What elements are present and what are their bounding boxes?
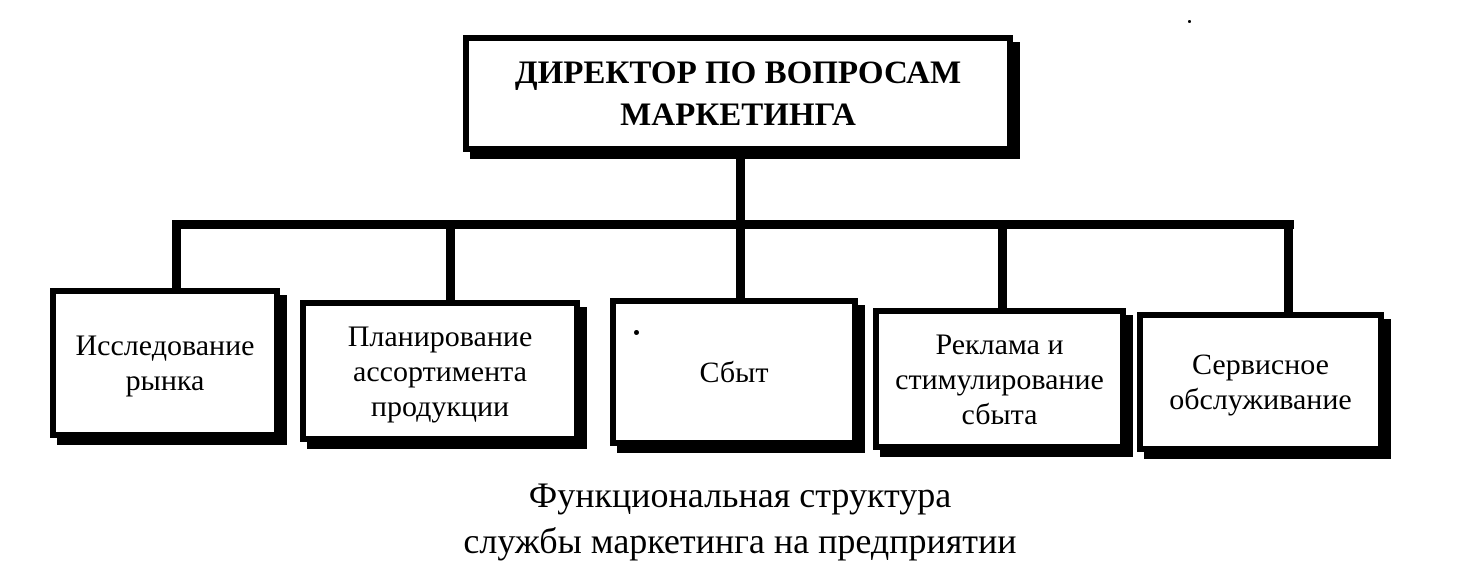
- after-sales-service-box: Сервисное обслуживание: [1137, 312, 1384, 452]
- assortment-planning-label: Планирование ассортимента продукции: [347, 319, 533, 423]
- market-research-box: Исследование рынка: [50, 288, 280, 438]
- root-down-connector: [736, 152, 745, 226]
- sales-label: Сбыт: [699, 355, 769, 389]
- after-sales-service-label: Сервисное обслуживание: [1169, 348, 1352, 416]
- advertising-promotion-box: Реклама и стимулирование сбыта: [873, 308, 1126, 450]
- assortment-planning-box: Планирование ассортимента продукции: [300, 300, 580, 442]
- diagram-caption: Функциональная структура службы маркетин…: [463, 475, 1017, 561]
- connector-sales: [736, 220, 745, 302]
- connector-service: [1284, 220, 1293, 312]
- advertising-promotion-label: Реклама и стимулирование сбыта: [895, 327, 1104, 431]
- scan-speck: [1188, 20, 1191, 23]
- connector-advertising: [998, 220, 1007, 312]
- marketing-director-label: ДИРЕКТОР ПО ВОПРОСАМ МАРКЕТИНГА: [514, 54, 962, 133]
- market-research-label: Исследование рынка: [75, 329, 255, 397]
- scan-speck: [634, 330, 639, 335]
- connector-research: [172, 220, 181, 292]
- horizontal-bus: [172, 220, 1294, 229]
- sales-box: Сбыт: [610, 298, 858, 446]
- marketing-director-box: ДИРЕКТОР ПО ВОПРОСАМ МАРКЕТИНГА: [463, 35, 1013, 152]
- connector-planning: [446, 220, 455, 304]
